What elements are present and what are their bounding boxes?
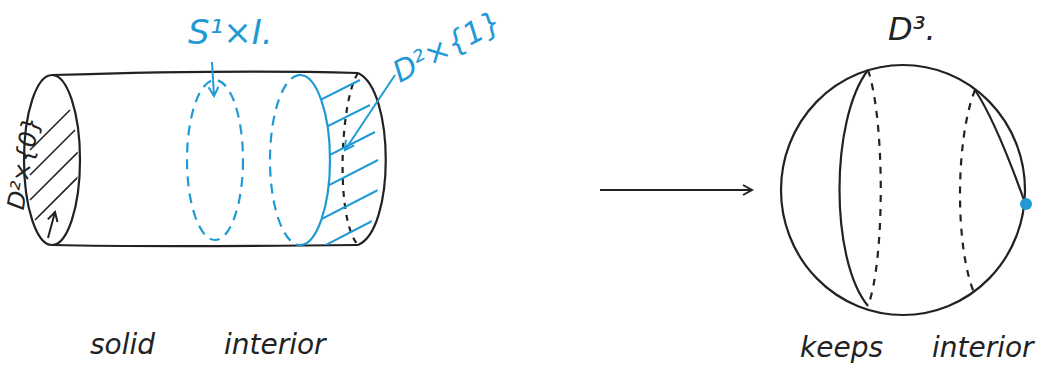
cylinder (24, 72, 386, 247)
leader-line (345, 75, 395, 150)
blue-disc (270, 75, 330, 245)
blue-point (1020, 198, 1032, 210)
leader-line (212, 62, 214, 96)
map-arrow (600, 189, 752, 191)
ball-label: D³. (888, 12, 936, 47)
ball (781, 65, 1025, 315)
blue-label: D²×{1} (387, 4, 506, 88)
side-label: D²×{0} (3, 115, 45, 212)
caption-label: keeps interior (800, 333, 1034, 364)
blue-hatching (300, 80, 378, 248)
blue-label: S¹×I. (188, 14, 273, 51)
dashed-ring (187, 80, 243, 240)
caption-label: solid interior (90, 330, 326, 361)
leader-line (48, 212, 55, 238)
